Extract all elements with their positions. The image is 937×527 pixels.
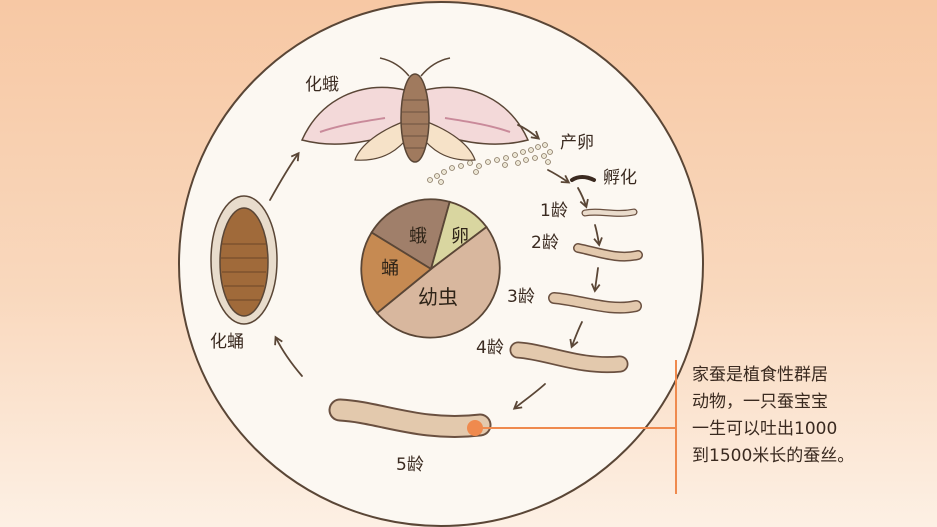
eggs-illustration (427, 142, 553, 185)
label-instar-2: 2龄 (531, 233, 559, 253)
pie-label-larva: 幼虫 (418, 285, 458, 309)
note-line: 动物，一只蚕宝宝 (692, 392, 828, 412)
arrow-pupa-to-moth (269, 151, 300, 201)
pupa-illustration (210, 195, 278, 325)
label-instar-1: 1龄 (540, 201, 568, 221)
callout-dot (467, 420, 483, 436)
arrow-instar3-to-instar4 (569, 321, 583, 349)
label-pupate: 化蛹 (210, 332, 244, 352)
stage-duration-pie (360, 198, 501, 339)
label-hatch: 孵化 (603, 168, 637, 188)
arrow-instar5-to-pupa (274, 335, 303, 377)
arrow-eggs-to-hatch (547, 169, 571, 184)
cycle-arrows (269, 124, 603, 410)
label-moth: 化蛾 (305, 75, 339, 95)
pie-label-egg: 卵 (451, 226, 469, 247)
hatchling-illustration (570, 175, 596, 182)
arrow-moth-to-eggs (517, 124, 541, 140)
label-instar-4: 4龄 (476, 338, 504, 358)
moth-illustration (300, 57, 530, 163)
pie-slice-pupa (360, 231, 433, 315)
larva-instar-2 (573, 243, 643, 262)
label-instar-5: 5龄 (396, 455, 424, 475)
arrow-instar1-to-instar2 (593, 224, 603, 247)
larva-instar-1 (581, 208, 638, 217)
pie-label-moth: 蛾 (409, 226, 427, 247)
larva-instar-3 (548, 292, 642, 314)
pie-slice-moth (370, 198, 451, 271)
larva-instar-4 (509, 341, 629, 374)
arrow-hatch-to-instar1 (577, 187, 589, 209)
pie-slice-larva (375, 225, 501, 339)
arrow-instar4-to-instar5 (512, 383, 546, 410)
info-note: 家蚕是植食性群居 动物，一只蚕宝宝 一生可以吐出1000 到1500米长的蚕丝。 (692, 362, 892, 470)
note-line: 家蚕是植食性群居 (692, 365, 828, 385)
note-line: 一生可以吐出1000 (692, 419, 838, 439)
arrow-instar2-to-instar3 (590, 267, 601, 293)
pie-label-pupa: 蛹 (381, 258, 399, 279)
label-lay-eggs: 产卵 (560, 133, 594, 153)
label-instar-3: 3龄 (507, 287, 535, 307)
larva-instar-5 (328, 398, 492, 438)
note-line: 到1500米长的蚕丝。 (692, 446, 855, 466)
